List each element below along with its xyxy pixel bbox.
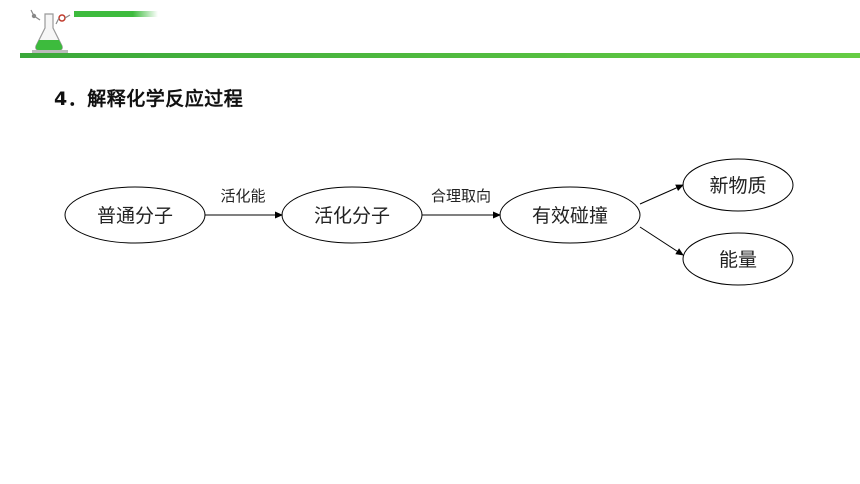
header-accent-bar xyxy=(74,11,158,17)
node-new-substance: 新物质 xyxy=(682,158,794,212)
header-divider xyxy=(20,53,860,58)
flask-logo-icon xyxy=(28,6,74,56)
edge-activation-energy-label: 活化能 xyxy=(220,187,265,205)
heading-number: 4． xyxy=(54,88,88,110)
edge-to-energy xyxy=(639,226,684,256)
edge-to-new-substance xyxy=(639,184,684,205)
node-activated-molecule-label: 活化分子 xyxy=(314,205,390,227)
node-ordinary-molecule: 普通分子 xyxy=(64,186,206,244)
node-ordinary-molecule-label: 普通分子 xyxy=(97,205,173,227)
node-energy-label: 能量 xyxy=(719,249,757,271)
node-new-substance-label: 新物质 xyxy=(709,175,766,197)
node-effective-collision-label: 有效碰撞 xyxy=(532,205,608,227)
edge-proper-orientation: 合理取向 xyxy=(422,187,501,219)
node-activated-molecule: 活化分子 xyxy=(281,186,423,244)
section-heading: 4．解释化学反应过程 xyxy=(54,84,243,111)
edge-activation-energy: 活化能 xyxy=(205,187,283,219)
node-effective-collision: 有效碰撞 xyxy=(499,186,641,244)
heading-text: 解释化学反应过程 xyxy=(87,88,244,110)
edge-proper-orientation-label: 合理取向 xyxy=(431,187,491,205)
node-energy: 能量 xyxy=(682,232,794,286)
